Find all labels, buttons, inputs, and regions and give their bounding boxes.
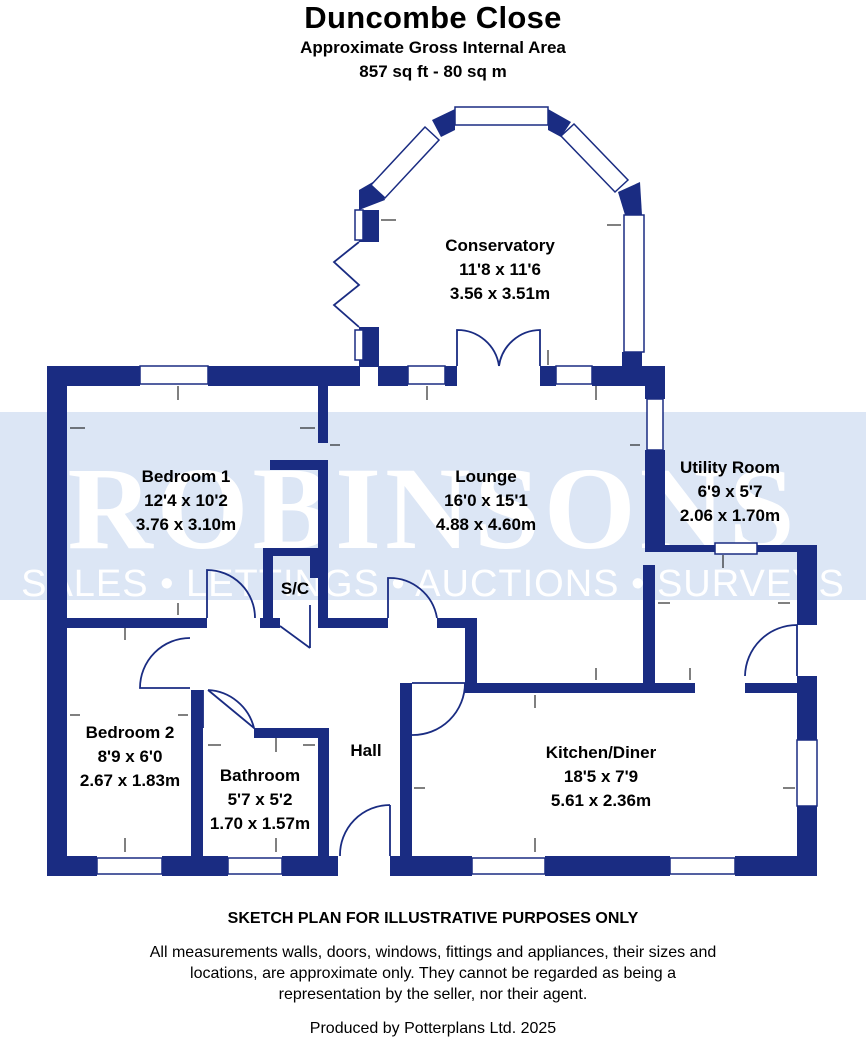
- conservatory-windows: [96, 106, 818, 875]
- walls: [47, 109, 817, 876]
- room-utility-imperial: 6'9 x 5'7: [698, 482, 763, 501]
- room-sc-name: S/C: [281, 579, 309, 598]
- room-utility-name: Utility Room: [680, 458, 780, 477]
- credit-text: Produced by Potterplans Ltd. 2025: [309, 1020, 557, 1037]
- room-bedroom1-name: Bedroom 1: [142, 467, 231, 486]
- room-kitchen-metric: 5.61 x 2.36m: [551, 791, 651, 810]
- room-lounge-imperial: 16'0 x 15'1: [444, 491, 528, 510]
- measure-arrows: [70, 219, 795, 852]
- room-kitchen-name: Kitchen/Diner: [546, 743, 657, 762]
- room-bedroom2-name: Bedroom 2: [86, 723, 175, 742]
- room-bathroom-name: Bathroom: [220, 766, 300, 785]
- area-value: 857 sq ft - 80 sq m: [359, 62, 507, 81]
- room-bedroom2-metric: 2.67 x 1.83m: [80, 771, 180, 790]
- room-bathroom-metric: 1.70 x 1.57m: [210, 814, 310, 833]
- page-title: Duncombe Close: [304, 0, 562, 35]
- room-bathroom-imperial: 5'7 x 5'2: [228, 790, 293, 809]
- disclaimer-title: SKETCH PLAN FOR ILLUSTRATIVE PURPOSES ON…: [227, 910, 639, 927]
- watermark-brand: ROBINSONS: [67, 443, 798, 574]
- disclaimer-text: All measurements walls, doors, windows, …: [149, 944, 717, 1003]
- room-lounge-name: Lounge: [455, 467, 516, 486]
- watermark-band: [0, 412, 866, 600]
- room-hall-name: Hall: [350, 741, 381, 760]
- watermark: ROBINSONS SALES • LETTINGS • AUCTIONS • …: [0, 412, 866, 605]
- room-bedroom1-metric: 3.76 x 3.10m: [136, 515, 236, 534]
- room-kitchen-imperial: 18'5 x 7'9: [564, 767, 638, 786]
- room-conservatory-name: Conservatory: [445, 236, 555, 255]
- room-conservatory-metric: 3.56 x 3.51m: [450, 284, 550, 303]
- room-bedroom2-imperial: 8'9 x 6'0: [98, 747, 163, 766]
- room-lounge-metric: 4.88 x 4.60m: [436, 515, 536, 534]
- doors: [139, 241, 798, 857]
- room-utility-metric: 2.06 x 1.70m: [680, 506, 780, 525]
- room-bedroom1-imperial: 12'4 x 10'2: [144, 491, 228, 510]
- area-label: Approximate Gross Internal Area: [300, 38, 566, 57]
- room-labels: Conservatory 11'8 x 11'6 3.56 x 3.51m Be…: [80, 236, 780, 833]
- room-conservatory-imperial: 11'8 x 11'6: [459, 260, 541, 279]
- watermark-tagline: SALES • LETTINGS • AUCTIONS • SURVEYS: [21, 563, 845, 605]
